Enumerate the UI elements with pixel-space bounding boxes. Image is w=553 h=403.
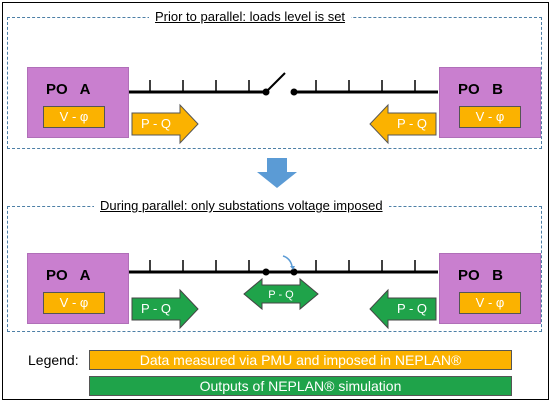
closed-switch-icon — [262, 255, 298, 276]
bottom-po-b-label: PO B — [458, 267, 504, 284]
top-right-pq-label: P - Q — [396, 116, 428, 131]
top-po-b-box: PO B V - φ — [439, 67, 541, 138]
bottom-po-a-box: PO A V - φ — [27, 253, 129, 324]
top-po-a-box: PO A V - φ — [27, 67, 129, 138]
bottom-left-pq-label: P - Q — [140, 301, 172, 316]
bottom-po-a-label: PO A — [46, 267, 91, 284]
open-switch-icon — [262, 72, 298, 96]
bottom-middle-pq-label: P - Q — [268, 289, 294, 301]
bottom-po-b-vphi: V - φ — [459, 292, 521, 314]
top-po-b-vphi: V - φ — [459, 106, 521, 128]
bottom-po-a-vphi: V - φ — [43, 292, 105, 314]
top-po-b-label: PO B — [458, 81, 504, 98]
bottom-middle-pq-double-arrow — [243, 277, 319, 311]
bottom-po-b-box: PO B V - φ — [439, 253, 541, 324]
top-bus-ticks — [149, 80, 416, 92]
top-left-pq-arrow — [131, 103, 199, 145]
legend-label: Legend: — [28, 352, 79, 368]
bottom-panel: During parallel: only substations voltag… — [7, 198, 542, 332]
bottom-right-pq-label: P - Q — [396, 301, 428, 316]
top-panel: Prior to parallel: loads level is set — [7, 9, 542, 149]
legend-outputs-box: Outputs of NEPLAN® simulation — [89, 376, 512, 396]
bottom-bus-ticks — [149, 260, 416, 272]
legend-measured-box: Data measured via PMU and imposed in NEP… — [89, 350, 512, 370]
top-right-pq-arrow — [369, 103, 437, 145]
transition-down-arrow — [257, 158, 297, 188]
top-po-a-vphi: V - φ — [43, 106, 105, 128]
top-left-pq-label: P - Q — [140, 116, 172, 131]
bottom-panel-title: During parallel: only substations voltag… — [94, 198, 389, 214]
diagram-frame — [2, 2, 549, 400]
bottom-left-pq-arrow — [131, 288, 199, 330]
bottom-right-pq-arrow — [369, 288, 437, 330]
top-panel-title: Prior to parallel: loads level is set — [149, 9, 352, 25]
top-po-a-label: PO A — [46, 81, 91, 98]
